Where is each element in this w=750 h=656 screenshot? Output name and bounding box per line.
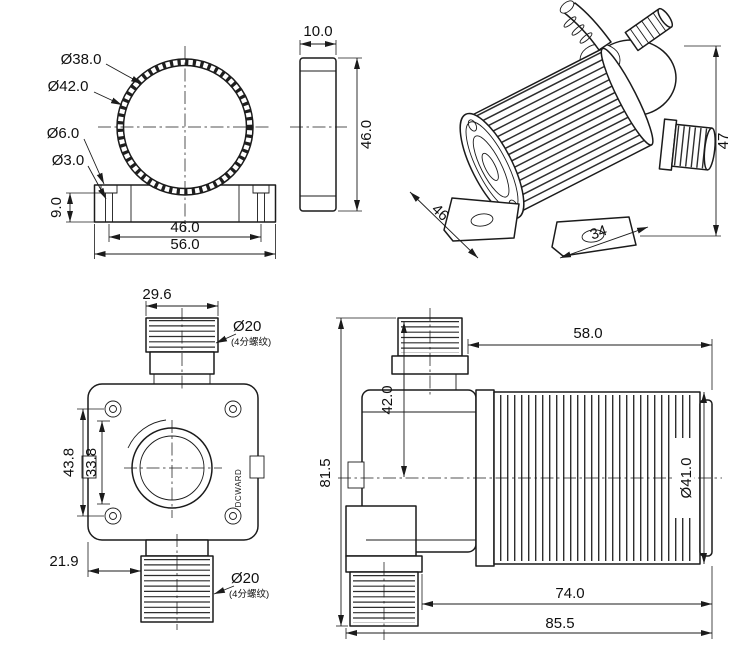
iso-front-face xyxy=(459,112,525,220)
dim-label-total-length: 85.5 xyxy=(545,615,574,632)
flange-screw-holes xyxy=(104,400,242,525)
bracket-front-geometry xyxy=(93,46,277,232)
dim-label-hole-span-outer: 43.8 xyxy=(61,448,78,477)
motor-rear-cap xyxy=(600,47,654,146)
dim-label-notch-dia: Ø6.0 xyxy=(47,125,80,142)
dim-label-top-port-dia: Ø20 xyxy=(233,318,261,335)
view-bracket-side: 10.0 46.0 xyxy=(290,23,375,212)
pump-side-geometry xyxy=(338,308,722,640)
iso-outlet-fitting xyxy=(658,118,716,171)
dim-label-hole-span: 46.0 xyxy=(170,219,199,236)
head-front-geometry: DCWARD xyxy=(81,308,265,630)
dim-label-outer-dia: Ø42.0 xyxy=(48,78,89,95)
top-threaded-fitting xyxy=(624,7,674,52)
dim-label-motor-length: 58.0 xyxy=(573,325,602,342)
dim-label-knurl-dia: Ø38.0 xyxy=(61,51,102,68)
dim-label-bottom-offset: 21.9 xyxy=(49,553,78,570)
dim-note-top-thread: (4分螺纹) xyxy=(231,336,271,348)
dim-label-port-height: 42.0 xyxy=(379,385,396,414)
dim-label-bottom-port-dia: Ø20 xyxy=(231,570,259,587)
view-pump-side: 58.0 42.0 81.5 Ø41.0 74.0 85.5 xyxy=(317,308,722,640)
view-isometric: 47 46 34 xyxy=(409,0,732,259)
dim-label-base-width: 56.0 xyxy=(170,236,199,253)
view-head-front: DCWARD 29.6 Ø20 (4分螺纹) 43.8 33.8 21.9 Ø2… xyxy=(49,286,271,630)
right-foot-slot xyxy=(252,185,270,222)
bracket-front-dimensions: 46.0 56.0 9.0 Ø38.0 Ø42.0 Ø6.0 Ø3.0 xyxy=(47,51,276,259)
bracket-side-outline xyxy=(299,57,337,212)
dim-label-foot-height: 9.0 xyxy=(48,197,65,218)
head-flange xyxy=(87,383,259,541)
dim-label-total-height: 81.5 xyxy=(317,458,334,487)
dim-label-iso-height: 47 xyxy=(715,133,732,150)
iso-mounting-feet xyxy=(443,197,637,257)
dim-label-hole-span-inner: 33.8 xyxy=(83,448,100,477)
head-side-tab xyxy=(347,461,365,489)
dim-label-motor-dia: Ø41.0 xyxy=(678,458,695,499)
dim-label-port-width: 29.6 xyxy=(142,286,171,303)
dim-label-slot-dia: Ø3.0 xyxy=(52,152,85,169)
dim-note-bottom-thread: (4分螺纹) xyxy=(229,588,269,600)
pump-side-dimensions: 58.0 42.0 81.5 Ø41.0 74.0 85.5 xyxy=(317,317,713,639)
bracket-side-geometry xyxy=(290,57,347,212)
left-foot-slot xyxy=(100,185,118,222)
dim-label-body-length: 74.0 xyxy=(555,585,584,602)
bracket-side-dimensions: 10.0 46.0 xyxy=(299,23,375,212)
right-tab xyxy=(249,455,265,479)
view-bracket-front: 46.0 56.0 9.0 Ø38.0 Ø42.0 Ø6.0 Ø3.0 xyxy=(47,46,277,259)
iso-dimensions: 47 46 34 xyxy=(409,45,732,259)
head-lower-step xyxy=(345,505,417,557)
dim-label-iso-foot-span: 34 xyxy=(588,222,609,244)
dim-label-thickness: 10.0 xyxy=(303,23,332,40)
head-front-dimensions: 29.6 Ø20 (4分螺纹) 43.8 33.8 21.9 Ø20 (4分螺纹… xyxy=(49,286,271,600)
dim-label-side-height: 46.0 xyxy=(358,120,375,149)
brand-marking: DCWARD xyxy=(234,469,243,508)
